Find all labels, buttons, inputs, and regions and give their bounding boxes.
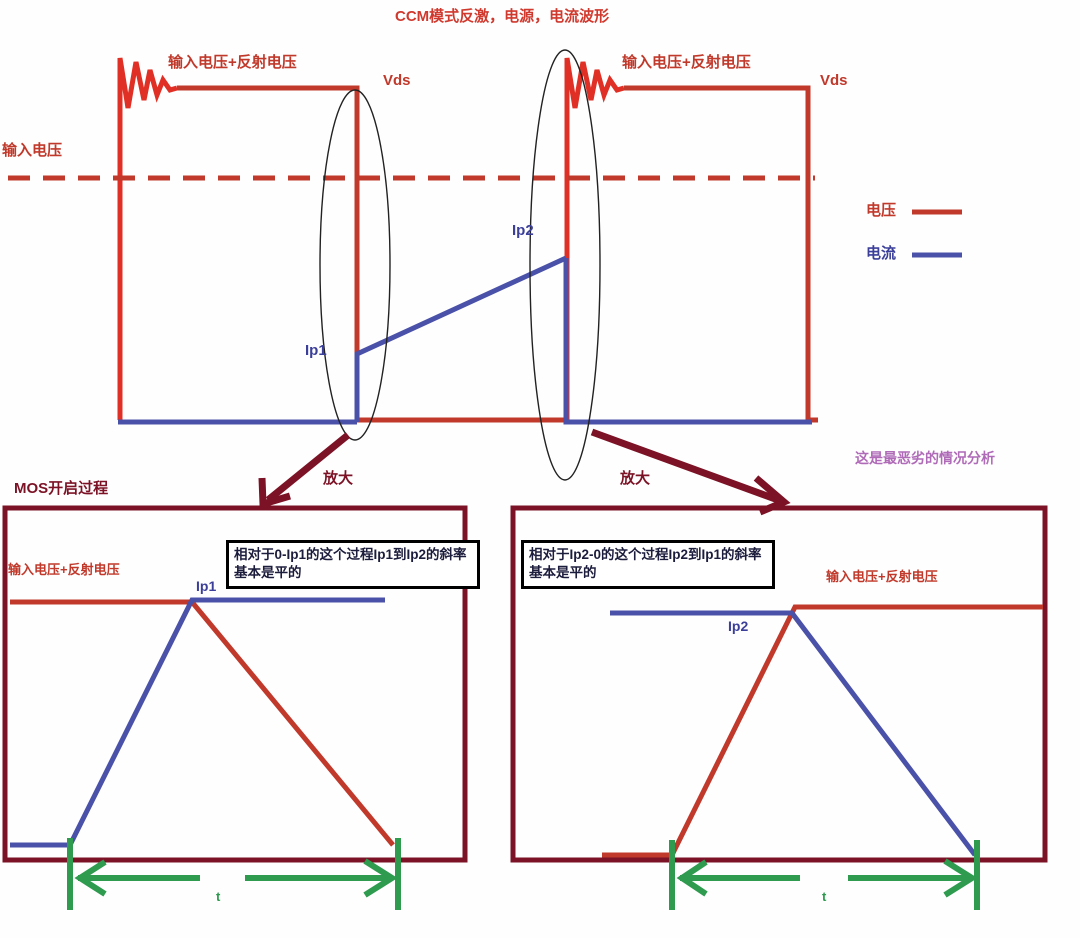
label-input-plus-reflected-voltage-1: 输入电压+反射电压 xyxy=(168,54,297,71)
panel-right-border xyxy=(510,505,1048,863)
panel-left-current-trace xyxy=(10,597,385,848)
panel-left-label-input-plus-reflected: 输入电压+反射电压 xyxy=(8,562,120,577)
panel-left-label-ip1: Ip1 xyxy=(196,578,217,594)
panel-left-time-label: t xyxy=(216,889,221,904)
main-voltage-trace xyxy=(117,57,818,423)
label-ip2-main: Ip2 xyxy=(512,222,534,239)
note-box-right: 相对于Ip2-0的这个过程Ip2到Ip1的斜率基本是平的 xyxy=(521,540,775,590)
label-magnify-right: 放大 xyxy=(620,470,651,487)
label-input-voltage: 输入电压 xyxy=(2,142,63,159)
panel-left-time-axis xyxy=(67,838,401,910)
highlight-ellipse-right xyxy=(529,49,601,481)
highlight-ellipse-left xyxy=(319,89,391,441)
panel-right-label-input-plus-reflected: 输入电压+反射电压 xyxy=(826,569,938,584)
label-magnify-left: 放大 xyxy=(323,470,354,487)
legend-voltage-label: 电压 xyxy=(866,202,897,219)
label-vds-2: Vds xyxy=(820,72,848,89)
label-input-plus-reflected-voltage-2: 输入电压+反射电压 xyxy=(622,54,751,71)
page-title: CCM模式反激，电源，电流波形 xyxy=(395,8,610,25)
label-ip1-main: Ip1 xyxy=(305,342,327,359)
note-box-left: 相对于0-Ip1的这个过程Ip1到Ip2的斜率基本是平的 xyxy=(226,540,480,590)
panel-right-time-label: t xyxy=(822,889,827,904)
label-mos-turn-on: MOS开启过程 xyxy=(14,480,109,497)
zoom-arrow-left xyxy=(258,432,351,509)
main-current-trace xyxy=(118,255,812,425)
panel-right-voltage-trace xyxy=(602,604,1043,858)
panel-left-voltage-trace xyxy=(10,599,395,847)
panel-right-label-ip2: Ip2 xyxy=(728,618,749,634)
panel-right-time-axis xyxy=(669,840,980,910)
panel-left-border xyxy=(2,505,468,863)
label-vds-1: Vds xyxy=(383,72,411,89)
panel-right-current-trace xyxy=(610,610,977,857)
label-worst-case-note: 这是最恶劣的情况分析 xyxy=(855,450,995,466)
legend-current-label: 电流 xyxy=(866,245,897,262)
